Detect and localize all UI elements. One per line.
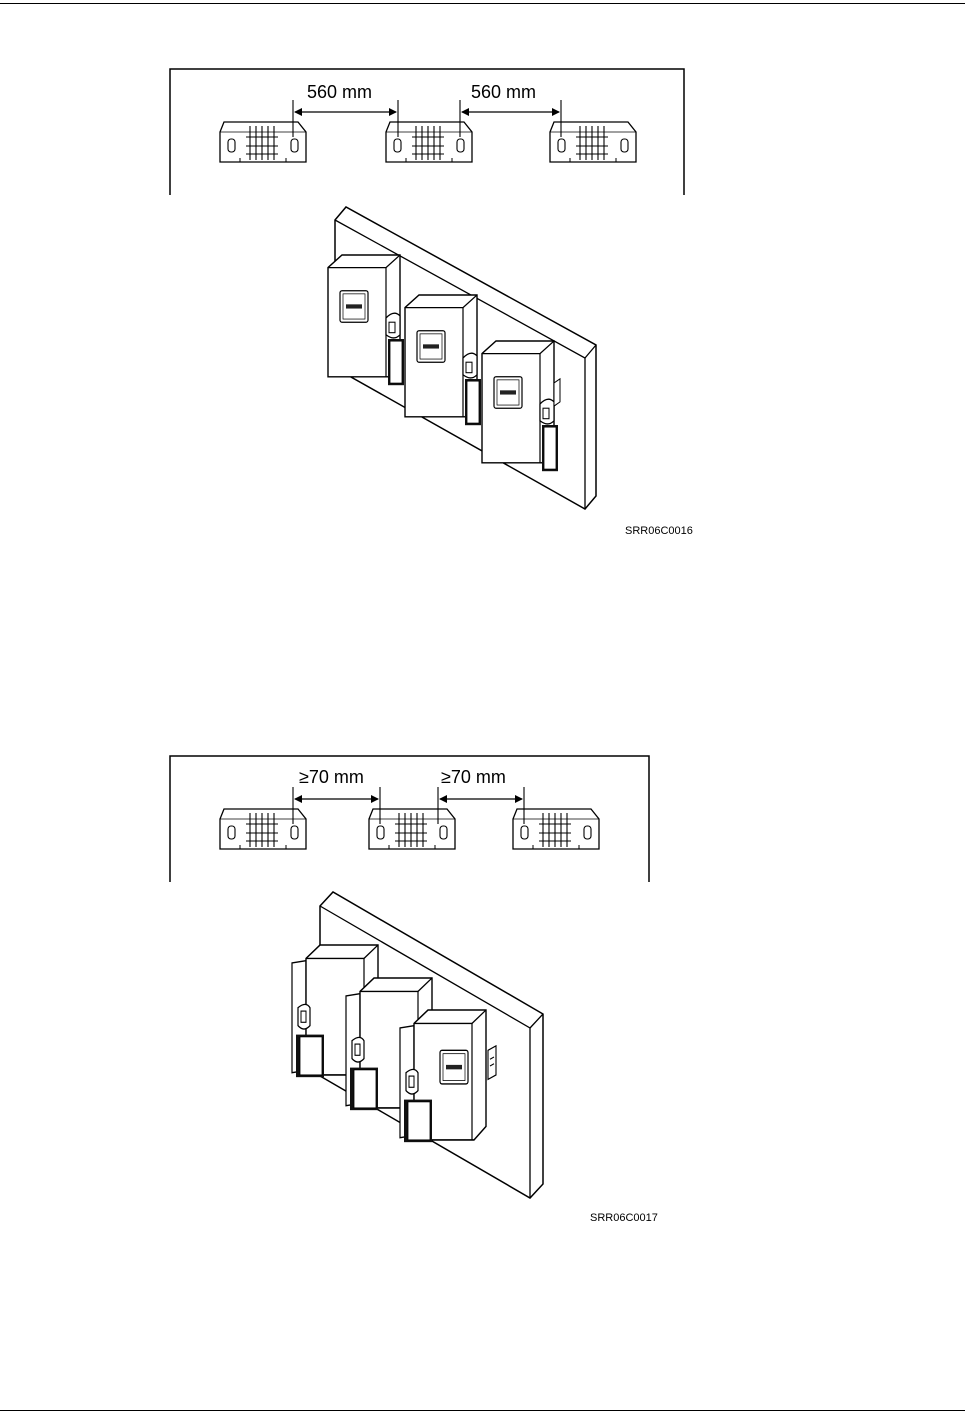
figure-id-label: SRR06C0017 <box>590 1212 658 1224</box>
figure-id-label: SRR06C0016 <box>625 525 693 537</box>
cabinet-center <box>405 295 481 425</box>
bracket-right <box>513 809 599 849</box>
dimension-label-left: 560 mm <box>307 82 372 102</box>
figure-1-drawing: 560 mm 560 mm <box>0 0 965 560</box>
cabinet-left <box>328 255 404 385</box>
figure-wall-mount-70: ≥70 mm ≥70 mm <box>0 700 965 1240</box>
figure-2-drawing: ≥70 mm ≥70 mm <box>0 700 965 1240</box>
cabinet-right <box>400 1010 496 1142</box>
figure-wall-mount-560: 560 mm 560 mm <box>0 0 965 560</box>
cabinet-right <box>482 341 560 471</box>
bracket-center <box>386 122 472 162</box>
bracket-right <box>550 122 636 162</box>
dimension-label-left: ≥70 mm <box>299 767 364 787</box>
page-footer-rule <box>0 1410 965 1411</box>
dimension-label-right: ≥70 mm <box>441 767 506 787</box>
bracket-center <box>369 809 455 849</box>
dimension-label-right: 560 mm <box>471 82 536 102</box>
